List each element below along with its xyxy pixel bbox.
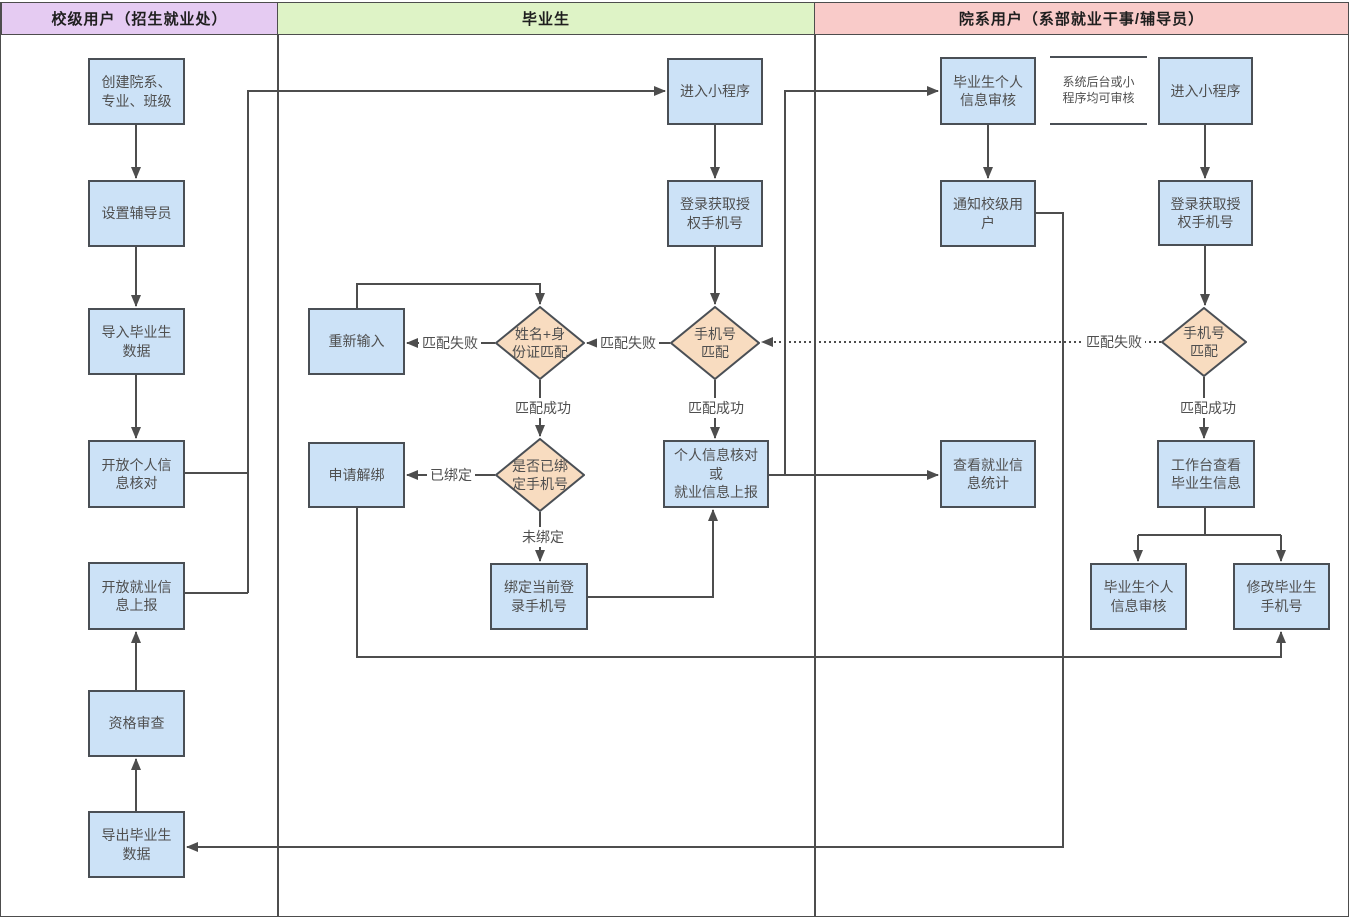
edge-label-phone-fail: 匹配失败 [597,333,659,353]
node-import-graduate-data: 导入毕业生 数据 [88,308,185,375]
node-bind-current-phone-label: 绑定当前登 录手机号 [504,579,574,614]
dept-phone-match-diamond-shape [1161,307,1247,377]
node-re-enter-label: 重新输入 [328,333,385,350]
node-export-graduate-data-label: 导出毕业生 数据 [101,827,172,862]
node-workbench-view-grad: 工作台查看 毕业生信息 [1157,440,1255,508]
node-enter-mini-program: 进入小程序 [667,58,763,125]
node-modify-grad-phone-label: 修改毕业生 手机号 [1246,579,1317,614]
node-create-dept-label: 创建院系、 专业、班级 [101,74,172,109]
lane-divider-1 [277,35,279,916]
node-phone-match: 手机号 匹配 [670,306,760,380]
node-modify-grad-phone: 修改毕业生 手机号 [1233,563,1330,630]
edge-notify-to-export [186,212,1064,852]
node-view-employment-stats: 查看就业信 息统计 [940,440,1036,508]
edge-label-dept-phone-success: 匹配成功 [1177,398,1239,418]
node-notify-school-user: 通知校级用 户 [940,180,1036,247]
node-dept-login-get-phone-label: 登录获取授 权手机号 [1170,195,1241,230]
node-bound-phone-check: 是否已绑 定手机号 [495,438,585,512]
bound-phone-check-diamond-shape [495,438,585,512]
node-open-info-check-label: 开放个人信 息核对 [101,456,172,491]
node-export-graduate-data: 导出毕业生 数据 [88,811,185,878]
edge-label-dept-phone-fail: 匹配失败 [1083,332,1145,352]
lane-header-school-user: 校级用户（招生就业处） [1,2,278,35]
node-grad-info-review-label: 毕业生个人 信息审核 [953,73,1023,108]
lane-header-department-user: 院系用户（系部就业干事/辅导员） [814,2,1349,35]
node-name-id-match: 姓名+身 份证匹配 [495,306,585,380]
edge-reenter-to-name-id [356,283,545,308]
node-dept-phone-match-label: 手机号 匹配 [1183,324,1225,359]
node-apply-unbind: 申请解绑 [308,442,405,508]
edge-unbind-to-modify-phone [356,508,1286,658]
phone-match-diamond-shape [670,306,760,380]
node-dept-enter-mini-program: 进入小程序 [1158,57,1253,125]
lane-header-graduate: 毕业生 [277,2,815,35]
node-bind-current-phone: 绑定当前登 录手机号 [490,563,588,630]
edge-info-check-to-review [784,86,939,475]
node-login-get-phone-label: 登录获取授 权手机号 [680,196,750,231]
lane-header-school-user-label: 校级用户（招生就业处） [51,11,228,28]
node-create-dept: 创建院系、 专业、班级 [88,58,185,125]
node-open-employment-report-label: 开放就业信 息上报 [101,578,172,613]
node-grad-info-review: 毕业生个人 信息审核 [940,57,1036,125]
node-login-get-phone: 登录获取授 权手机号 [667,180,763,247]
node-workbench-view-grad-label: 工作台查看 毕业生信息 [1171,456,1241,491]
edge-label-not-bound: 未绑定 [519,527,567,547]
node-review-channel-note-label: 系统后台或小 程序均可审核 [1062,74,1135,105]
node-notify-school-user-label: 通知校级用 户 [953,196,1023,231]
node-qualification-review: 资格审查 [88,690,185,757]
edge-label-already-bound: 已绑定 [427,465,475,485]
node-set-counselor: 设置辅导员 [88,180,185,247]
edge-label-name-id-fail: 匹配失败 [419,333,481,353]
edge-label-name-id-success: 匹配成功 [512,398,574,418]
node-bound-phone-check-label: 是否已绑 定手机号 [512,457,568,492]
node-name-id-match-label: 姓名+身 份证匹配 [512,325,568,360]
node-dept-login-get-phone: 登录获取授 权手机号 [1158,180,1253,246]
node-phone-match-label: 手机号 匹配 [694,325,736,360]
node-apply-unbind-label: 申请解绑 [328,466,385,483]
node-info-check-or-report-label: 个人信息核对 或 就业信息上报 [674,447,758,501]
edge-bind-to-info-check [588,509,718,598]
lane-header-graduate-label: 毕业生 [521,11,570,28]
edge-bus-to-enter-mini [247,86,666,593]
node-enter-mini-program-label: 进入小程序 [680,83,750,100]
node-info-check-or-report: 个人信息核对 或 就业信息上报 [663,440,769,508]
lane-header-department-user-label: 院系用户（系部就业干事/辅导员） [958,11,1205,28]
node-view-employment-stats-label: 查看就业信 息统计 [953,456,1023,491]
node-review-channel-note: 系统后台或小 程序均可审核 [1050,56,1147,125]
node-grad-info-review-2-label: 毕业生个人 信息审核 [1103,579,1174,614]
node-dept-phone-match: 手机号 匹配 [1161,307,1247,377]
node-re-enter: 重新输入 [308,308,405,375]
node-import-graduate-data-label: 导入毕业生 数据 [101,324,172,359]
edge-label-phone-success: 匹配成功 [685,398,747,418]
node-open-employment-report: 开放就业信 息上报 [88,562,185,630]
node-qualification-review-label: 资格审查 [108,715,165,732]
node-dept-enter-mini-program-label: 进入小程序 [1170,82,1241,99]
name-id-match-diamond-shape [495,306,585,380]
node-set-counselor-label: 设置辅导员 [101,205,172,222]
node-open-info-check: 开放个人信 息核对 [88,440,185,508]
node-grad-info-review-2: 毕业生个人 信息审核 [1090,563,1187,630]
